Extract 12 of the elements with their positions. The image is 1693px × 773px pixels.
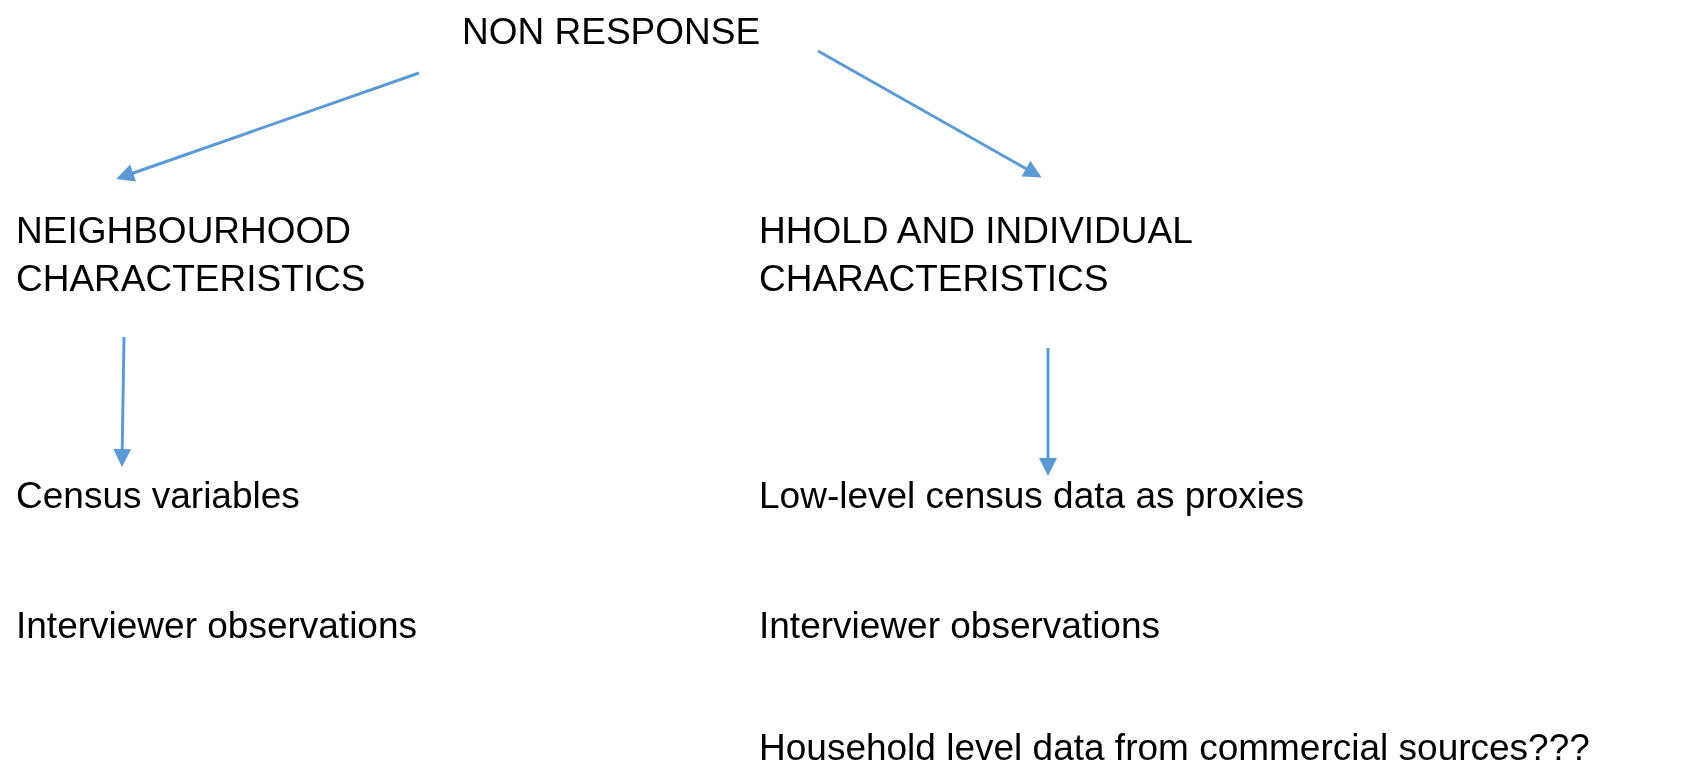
node-text: Census variables xyxy=(16,472,300,520)
arrow xyxy=(1039,348,1057,476)
arrow xyxy=(113,336,132,467)
node-text: NON RESPONSE xyxy=(462,8,782,56)
node-text: HHOLD AND INDIVIDUAL CHARACTERISTICS xyxy=(759,207,1239,303)
note-text: Interviewer observations xyxy=(16,604,418,648)
node-text: Low-level census data as proxies xyxy=(759,472,1304,520)
node-text: NEIGHBOURHOOD CHARACTERISTICS xyxy=(16,207,376,303)
note-text: Interviewer observations xyxy=(759,604,1161,648)
note-text: Household level data from commercial sources??? xyxy=(759,726,1590,770)
arrow xyxy=(116,71,420,182)
arrow xyxy=(817,49,1042,178)
